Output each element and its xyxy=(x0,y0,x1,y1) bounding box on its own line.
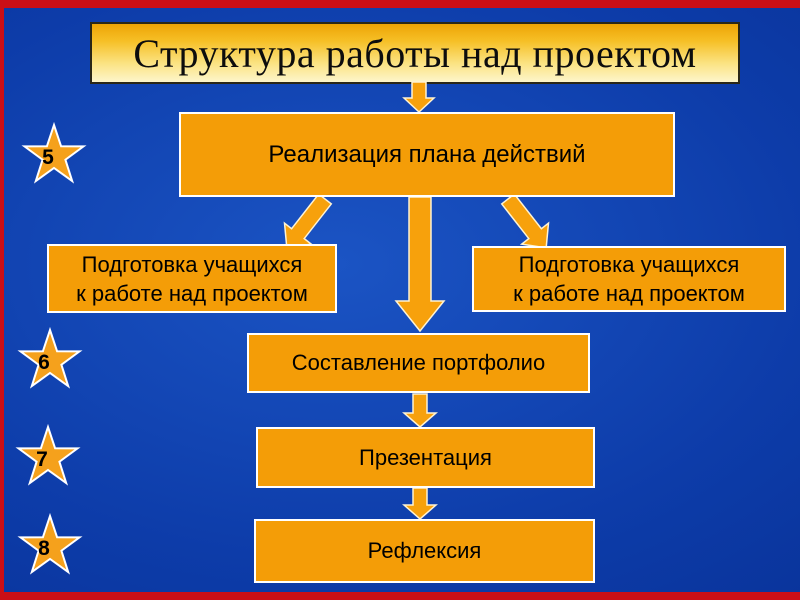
presentation-to-reflection-arrow-icon xyxy=(402,487,438,520)
slide-title: Структура работы над проектом xyxy=(133,30,697,76)
star-7-number: 7 xyxy=(36,448,48,471)
portfolio-to-presentation-arrow-icon xyxy=(402,393,438,428)
title-to-realization-arrow-icon xyxy=(402,81,436,114)
flow-box-portfolio-label: Составление портфолио xyxy=(291,350,546,375)
flow-box-prep-right-line2: к работе над проектом xyxy=(513,281,745,306)
star-8-number: 8 xyxy=(38,537,50,560)
star-5-number: 5 xyxy=(42,146,54,169)
flow-box-prep-left-line1: Подготовка учащихся xyxy=(81,251,303,277)
flow-box-reflection-label: Рефлексия xyxy=(367,538,482,563)
realization-to-portfolio-arrow-icon xyxy=(394,196,446,333)
flow-box-prep-right-line1: Подготовка учащихся xyxy=(518,252,740,277)
flow-box-prep-left: Подготовка учащихся к работе над проекто… xyxy=(47,244,337,313)
flow-box-realization-label: Реализация плана действий xyxy=(268,140,586,168)
top-border-bar xyxy=(0,0,800,8)
star-7-icon: 7 xyxy=(15,423,81,486)
star-6-icon: 6 xyxy=(17,326,83,389)
star-6-number: 6 xyxy=(38,351,50,374)
slide-title-box: Структура работы над проектом xyxy=(90,22,740,84)
flow-box-prep-left-line2: к работе над проектом xyxy=(76,280,308,306)
flow-box-prep-right: Подготовка учащихся к работе над проекто… xyxy=(472,246,786,312)
left-border-bar xyxy=(0,0,4,600)
bottom-border-bar xyxy=(0,592,800,600)
star-8-icon: 8 xyxy=(17,512,83,575)
flow-box-presentation-label: Презентация xyxy=(359,444,492,470)
flow-box-portfolio: Составление портфолио xyxy=(247,333,590,393)
flow-box-presentation: Презентация xyxy=(256,427,595,488)
flow-box-reflection: Рефлексия xyxy=(254,519,595,583)
star-5-icon: 5 xyxy=(21,121,87,184)
flow-box-realization: Реализация плана действий xyxy=(179,112,675,197)
